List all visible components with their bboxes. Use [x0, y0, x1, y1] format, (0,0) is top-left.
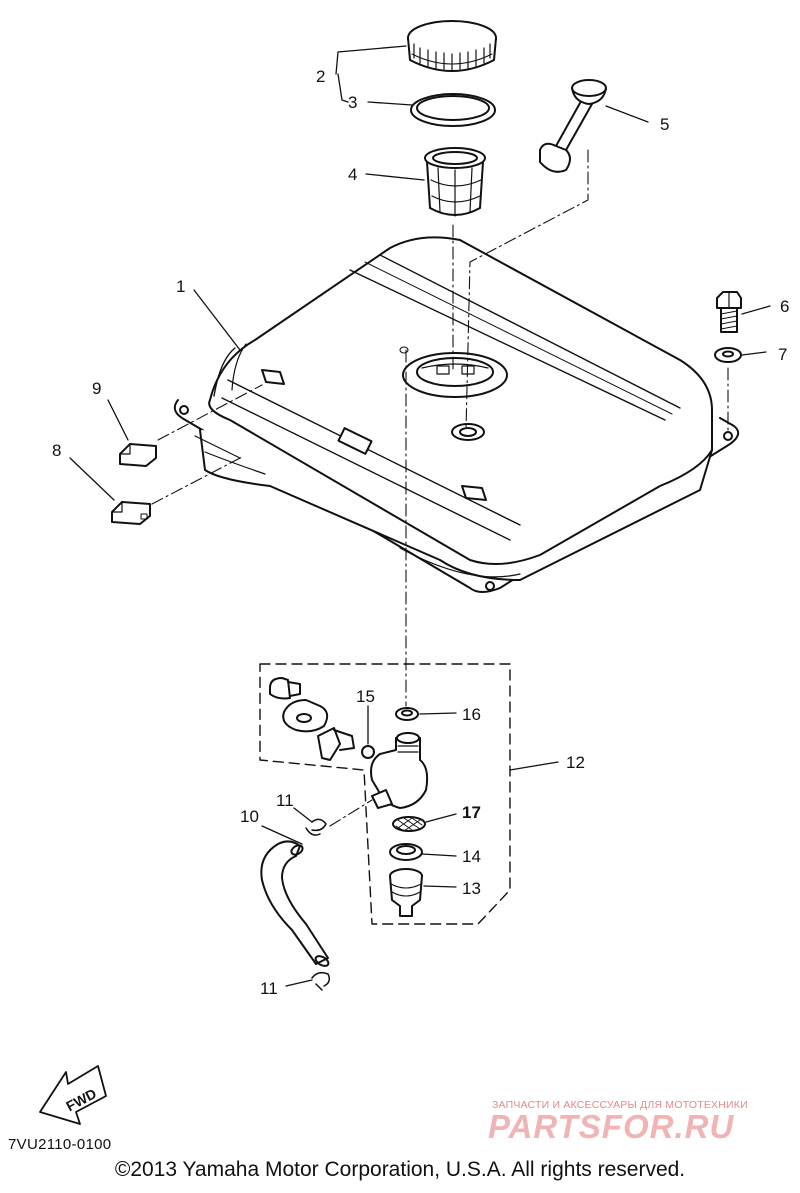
- fuel-cock-assembly: [259, 663, 511, 925]
- fwd-arrow-icon: [39, 1065, 107, 1125]
- hose-clip-upper: [305, 818, 327, 836]
- callout-13: 13: [462, 879, 481, 898]
- callout-4: 4: [348, 165, 357, 184]
- fuel-tank-body: [173, 236, 740, 593]
- hose-clip-lower: [311, 971, 331, 991]
- callout-11-upper: 11: [276, 791, 294, 810]
- callout-17: 17: [462, 803, 481, 822]
- washer: [714, 347, 742, 363]
- watermark-brand: PARTSFOR.RU: [488, 1108, 735, 1145]
- callout-2: 2: [316, 67, 325, 86]
- filler-strainer: [424, 147, 486, 217]
- fuel-cap: [407, 20, 497, 72]
- diagram-code: 7VU2110-0100: [8, 1136, 112, 1153]
- callout-6: 6: [780, 297, 789, 316]
- callout-7: 7: [778, 345, 787, 364]
- cap-gasket: [410, 93, 496, 127]
- copyright-notice: ©2013 Yamaha Motor Corporation, U.S.A. A…: [114, 1158, 686, 1181]
- callout-8: 8: [52, 441, 61, 460]
- callout-12: 12: [566, 753, 585, 772]
- damper-9: [119, 443, 157, 467]
- callout-14: 14: [462, 847, 481, 866]
- callout-5: 5: [660, 115, 669, 134]
- callout-15: 15: [356, 687, 375, 706]
- callout-16: 16: [462, 705, 481, 724]
- damper-8: [111, 501, 151, 525]
- mounting-bolt: [716, 291, 742, 333]
- callout-10: 10: [240, 807, 259, 826]
- callout-9: 9: [92, 379, 101, 398]
- watermark-tagline: ЗАПЧАСТИ И АКСЕССУАРЫ ДЛЯ МОТОТЕХНИКИ: [492, 1099, 748, 1111]
- fuel-pipe: [260, 840, 330, 967]
- fuel-gauge: [539, 79, 607, 173]
- callout-1: 1: [176, 277, 185, 296]
- callout-3: 3: [348, 93, 357, 112]
- callout-11-lower: 11: [260, 979, 278, 998]
